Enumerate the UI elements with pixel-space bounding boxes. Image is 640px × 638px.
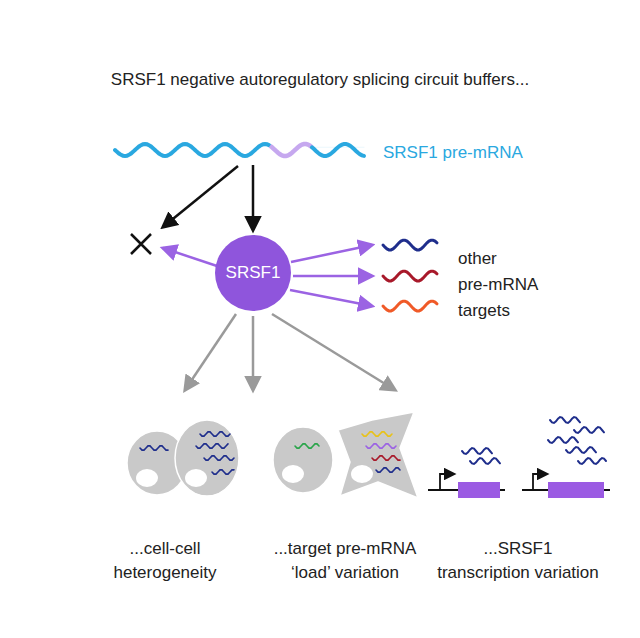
spread-cell [338, 412, 418, 498]
arrow [272, 314, 395, 390]
panel-caption: ...SRSF1 transcription variation [437, 537, 599, 585]
arrow [290, 290, 372, 306]
mrna-wave [383, 240, 437, 250]
promoter-arrow [533, 474, 547, 490]
protein-circle: SRSF1 [215, 235, 291, 311]
mrna-wave [578, 458, 606, 464]
mrna-wave [550, 417, 580, 423]
protein-name: SRSF1 [226, 263, 281, 283]
mrna-wave [470, 458, 500, 464]
arrow [293, 275, 372, 278]
mrna-wave [383, 271, 437, 281]
pre-mrna-wave [115, 144, 269, 156]
mrna-wave [383, 301, 437, 311]
gene-box [548, 482, 604, 498]
nucleus [351, 465, 373, 483]
nucleus [185, 469, 207, 487]
mrna-wave [372, 456, 400, 460]
mrna-wave [548, 437, 578, 443]
mrna-wave [196, 444, 228, 448]
figure-title: SRSF1 negative autoregulatory splicing c… [0, 68, 640, 92]
mrna-wave [574, 427, 604, 433]
mrna-wave [204, 456, 234, 460]
panel-caption: ...cell-cell heterogeneity [113, 537, 216, 585]
arrow [163, 248, 217, 266]
arrow [291, 245, 372, 262]
arrow [163, 166, 238, 227]
mrna-wave [212, 470, 234, 474]
mrna-wave [362, 432, 392, 436]
mrna-wave [295, 444, 319, 448]
mrna-wave [200, 432, 230, 436]
mrna-wave [566, 447, 596, 453]
nucleus [282, 465, 304, 483]
arrow [185, 314, 236, 390]
cell [175, 420, 239, 496]
nucleus [136, 469, 158, 487]
mrna-wave [376, 468, 400, 472]
cell [273, 427, 333, 493]
mrna-wave [140, 446, 168, 450]
promoter-arrow [440, 474, 454, 490]
artwork [115, 144, 610, 498]
cross-mark [131, 234, 151, 254]
mrna-wave [366, 444, 396, 448]
mrna-wave [462, 448, 492, 454]
target-label: other pre-mRNA targets [458, 246, 538, 324]
panel-caption: ...target pre-mRNA ‘load’ variation [274, 537, 417, 585]
gene-box [458, 482, 500, 498]
exon-segment [270, 144, 312, 156]
circle-shape [215, 235, 291, 311]
circle-text-wrap: SRSF1 [226, 263, 281, 283]
pre-mrna-wave [312, 144, 364, 156]
arrow [252, 165, 255, 230]
molecule-label: SRSF1 pre-mRNA [383, 141, 523, 165]
arrow [252, 316, 255, 390]
